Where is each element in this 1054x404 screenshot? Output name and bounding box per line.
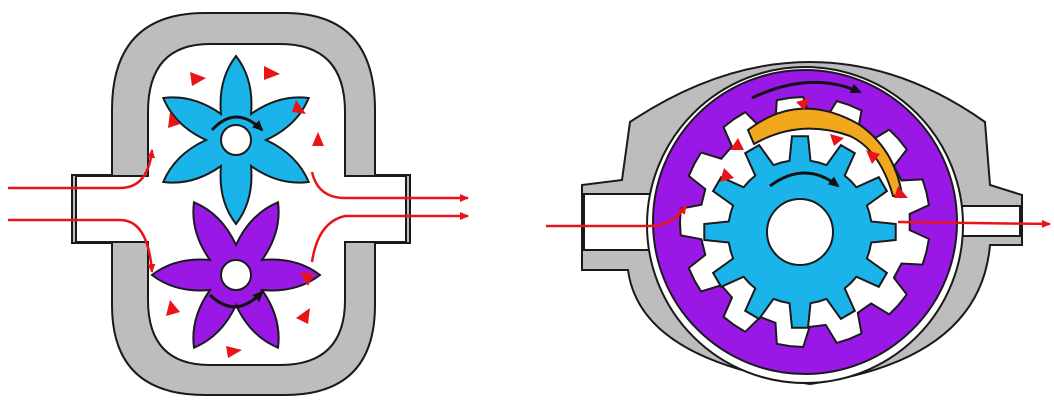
internal-gear-pump	[546, 62, 1050, 384]
external-gear-pump	[8, 13, 468, 395]
lower-gear-hub	[221, 260, 251, 290]
upper-gear-hub	[221, 125, 251, 155]
inner-gear-hub	[767, 199, 833, 265]
